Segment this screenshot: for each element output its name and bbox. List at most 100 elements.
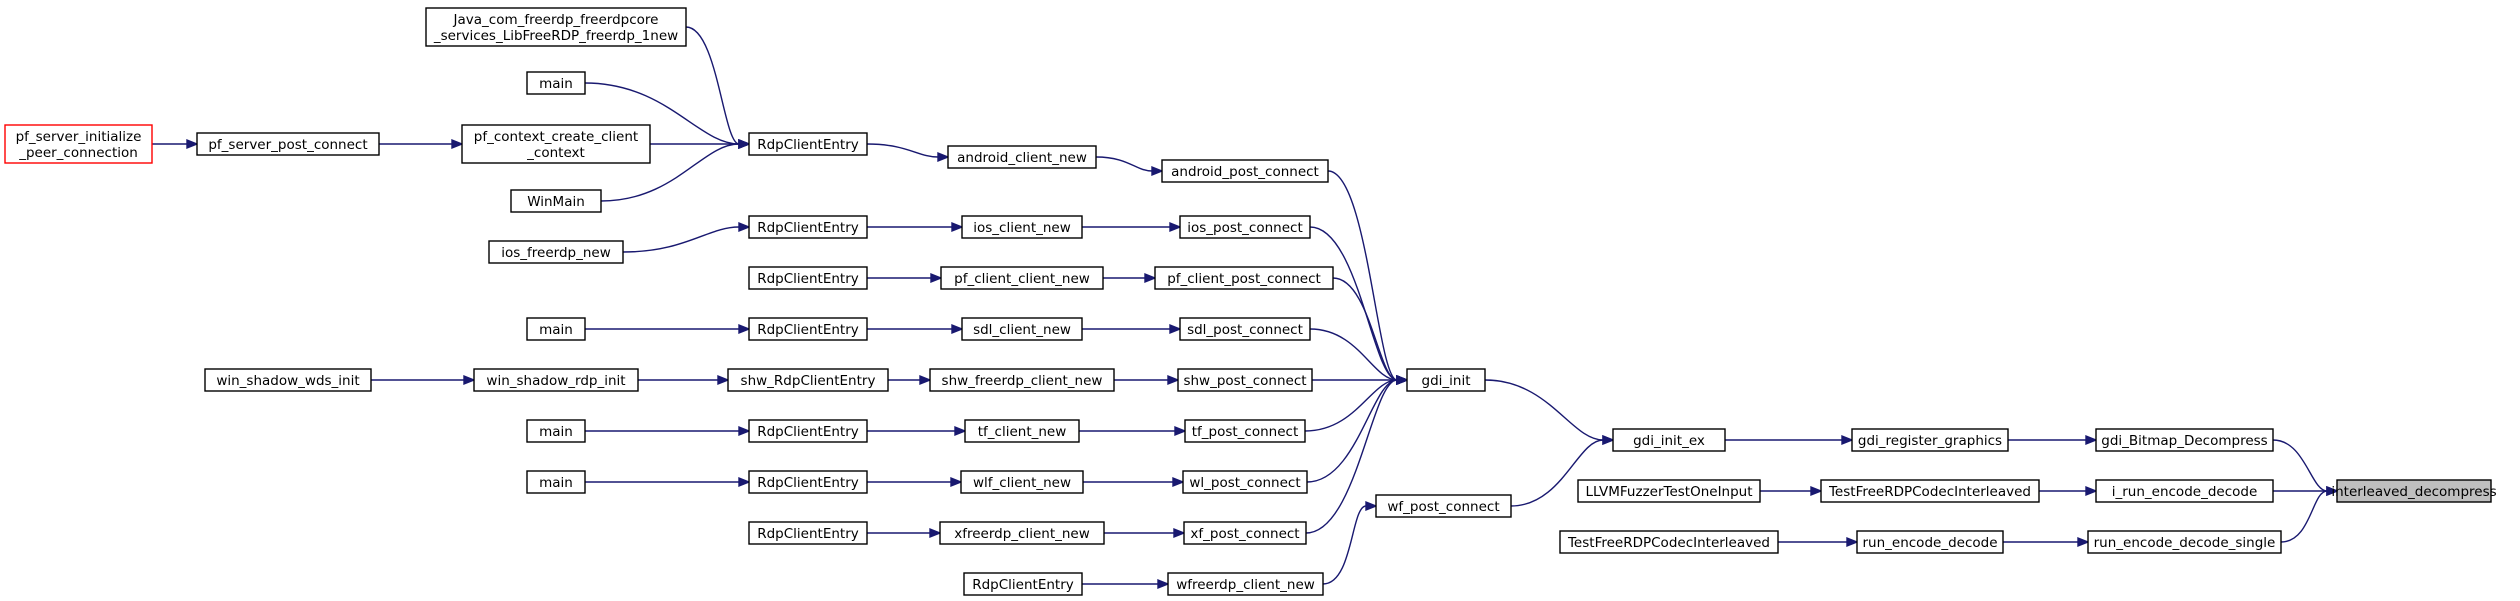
node-win-shadow-wds-init[interactable]: win_shadow_wds_init	[204, 368, 372, 392]
node-rdp-client-entry-wf[interactable]: RdpClientEntry	[963, 572, 1083, 596]
node-rdp-client-entry-tf[interactable]: RdpClientEntry	[748, 419, 868, 443]
node-label: main	[539, 475, 573, 491]
edge-line	[1309, 328, 1398, 381]
node-wf-post-connect[interactable]: wf_post_connect	[1375, 494, 1512, 518]
edge-wfreerdp-client-new-to-wf-post-connect	[1322, 500, 1378, 585]
node-win-main[interactable]: WinMain	[510, 189, 602, 213]
edge-main-sdl-to-rdp-client-entry-sdl	[585, 323, 751, 335]
node-shw-rdp-client-entry[interactable]: shw_RdpClientEntry	[727, 368, 889, 392]
edge-wlf-client-new-to-wl-post-connect	[1083, 476, 1185, 488]
node-box	[1559, 530, 1779, 554]
node-rdp-client-entry-pf[interactable]: RdpClientEntry	[748, 266, 868, 290]
node-box	[1183, 521, 1307, 545]
node-android-client-new[interactable]: android_client_new	[947, 145, 1097, 169]
node-run-encode-decode[interactable]: run_encode_decode	[1856, 530, 2004, 554]
edge-arrowhead	[1167, 374, 1180, 386]
node-box	[2336, 479, 2492, 503]
node-pf-context-create-client-context[interactable]: pf_context_create_client_context	[461, 124, 651, 164]
node-xf-post-connect[interactable]: xf_post_connect	[1183, 521, 1307, 545]
edge-pf-client-post-connect-to-gdi-init	[1332, 277, 1409, 386]
node-rdp-client-entry-sdl[interactable]: RdpClientEntry	[748, 317, 868, 341]
node-main-sdl[interactable]: main	[526, 317, 586, 341]
node-box	[1177, 368, 1313, 392]
node-box	[963, 572, 1083, 596]
node-pf-client-post-connect[interactable]: pf_client_post_connect	[1154, 266, 1334, 290]
edge-rdp-client-entry-wf-to-wfreerdp-client-new	[1082, 578, 1170, 590]
node-label: interleaved_decompress	[2331, 484, 2496, 500]
edge-rdp-client-entry-sdl-to-sdl-client-new	[867, 323, 964, 335]
node-llvmfuzzer-test-one-input[interactable]: LLVMFuzzerTestOneInput	[1577, 479, 1761, 503]
node-box	[960, 470, 1084, 494]
node-gdi-register-graphics[interactable]: gdi_register_graphics	[1851, 428, 2009, 452]
node-sdl-post-connect[interactable]: sdl_post_connect	[1179, 317, 1311, 341]
node-test-free-rdpcodec-interleaved-a[interactable]: TestFreeRDPCodecInterleaved	[1820, 479, 2040, 503]
node-test-free-rdpcodec-interleaved-b[interactable]: TestFreeRDPCodecInterleaved	[1559, 530, 1779, 554]
node-main-tf[interactable]: main	[526, 419, 586, 443]
edge-arrowhead	[951, 221, 964, 233]
node-tf-post-connect[interactable]: tf_post_connect	[1184, 419, 1306, 443]
node-shw-freerdp-client-new[interactable]: shw_freerdp_client_new	[929, 368, 1115, 392]
node-ios-freerdp-new[interactable]: ios_freerdp_new	[488, 240, 624, 264]
edge-line	[600, 143, 740, 202]
node-box	[4, 124, 153, 164]
node-gdi-init-ex[interactable]: gdi_init_ex	[1612, 428, 1726, 452]
node-box	[1179, 317, 1311, 341]
edge-arrowhead	[930, 272, 943, 284]
node-main-wlf[interactable]: main	[526, 470, 586, 494]
node-label: RdpClientEntry	[757, 424, 859, 440]
node-interleaved-decompress[interactable]: interleaved_decompress	[2331, 479, 2497, 503]
node-rdp-client-entry-ios[interactable]: RdpClientEntry	[748, 215, 868, 239]
node-xfreerdp-client-new[interactable]: xfreerdp_client_new	[939, 521, 1105, 545]
node-tf-client-new[interactable]: tf_client_new	[964, 419, 1080, 443]
node-label: TestFreeRDPCodecInterleaved	[1828, 484, 2031, 500]
node-java-com-freerdp-1new[interactable]: Java_com_freerdp_freerdpcore_services_Li…	[425, 7, 687, 47]
node-i-run-encode-decode[interactable]: i_run_encode_decode	[2095, 479, 2274, 503]
edge-pf-server-initialize-peer-connection-to-pf-server-post-connect	[152, 138, 199, 150]
edge-android-post-connect-to-gdi-init	[1327, 170, 1409, 386]
node-run-encode-decode-single[interactable]: run_encode_decode_single	[2087, 530, 2282, 554]
node-label: TestFreeRDPCodecInterleaved	[1567, 535, 1770, 551]
node-main-android[interactable]: main	[526, 71, 586, 95]
node-ios-post-connect[interactable]: ios_post_connect	[1179, 215, 1311, 239]
edge-tf-post-connect-to-gdi-init	[1304, 374, 1409, 432]
edge-arrowhead	[738, 221, 751, 233]
edge-arrowhead	[2326, 485, 2339, 497]
edge-line	[1510, 439, 1604, 507]
edge-pf-client-client-new-to-pf-client-post-connect	[1103, 272, 1157, 284]
node-shw-post-connect[interactable]: shw_post_connect	[1177, 368, 1313, 392]
node-wfreerdp-client-new[interactable]: wfreerdp_client_new	[1167, 572, 1324, 596]
node-gdi-bitmap-decompress[interactable]: gdi_Bitmap_Decompress	[2095, 428, 2274, 452]
node-box	[2095, 428, 2274, 452]
node-box	[526, 470, 586, 494]
node-wlf-client-new[interactable]: wlf_client_new	[960, 470, 1084, 494]
node-label: shw_RdpClientEntry	[741, 373, 876, 389]
edge-test-free-rdpcodec-interleaved-a-to-i-run-encode-decode	[2038, 485, 2098, 497]
node-rdp-client-entry-wlf[interactable]: RdpClientEntry	[748, 470, 868, 494]
node-box	[929, 368, 1115, 392]
node-rdp-client-entry-xf[interactable]: RdpClientEntry	[748, 521, 868, 545]
edge-arrowhead	[950, 476, 963, 488]
node-win-shadow-rdp-init[interactable]: win_shadow_rdp_init	[473, 368, 639, 392]
node-wl-post-connect[interactable]: wl_post_connect	[1182, 470, 1308, 494]
node-box	[748, 266, 868, 290]
edge-arrowhead	[2085, 434, 2098, 446]
node-label: ios_freerdp_new	[501, 245, 611, 261]
node-box	[526, 71, 586, 95]
node-rdp-client-entry-android[interactable]: RdpClientEntry	[748, 132, 868, 156]
edge-arrowhead	[451, 138, 464, 150]
node-pf-server-initialize-peer-connection[interactable]: pf_server_initialize_peer_connection	[4, 124, 153, 164]
node-box	[1184, 419, 1306, 443]
edge-line	[866, 143, 939, 158]
edge-rdp-client-entry-xf-to-xfreerdp-client-new	[867, 527, 942, 539]
node-sdl-client-new[interactable]: sdl_client_new	[961, 317, 1083, 341]
node-box	[1856, 530, 2004, 554]
node-box	[964, 419, 1080, 443]
edge-arrowhead	[1173, 527, 1186, 539]
node-pf-server-post-connect[interactable]: pf_server_post_connect	[196, 132, 380, 156]
node-box	[1182, 470, 1308, 494]
node-box	[748, 419, 868, 443]
node-pf-client-client-new[interactable]: pf_client_client_new	[940, 266, 1104, 290]
node-ios-client-new[interactable]: ios_client_new	[961, 215, 1083, 239]
node-android-post-connect[interactable]: android_post_connect	[1161, 159, 1329, 183]
node-gdi-init[interactable]: gdi_init	[1406, 368, 1486, 392]
